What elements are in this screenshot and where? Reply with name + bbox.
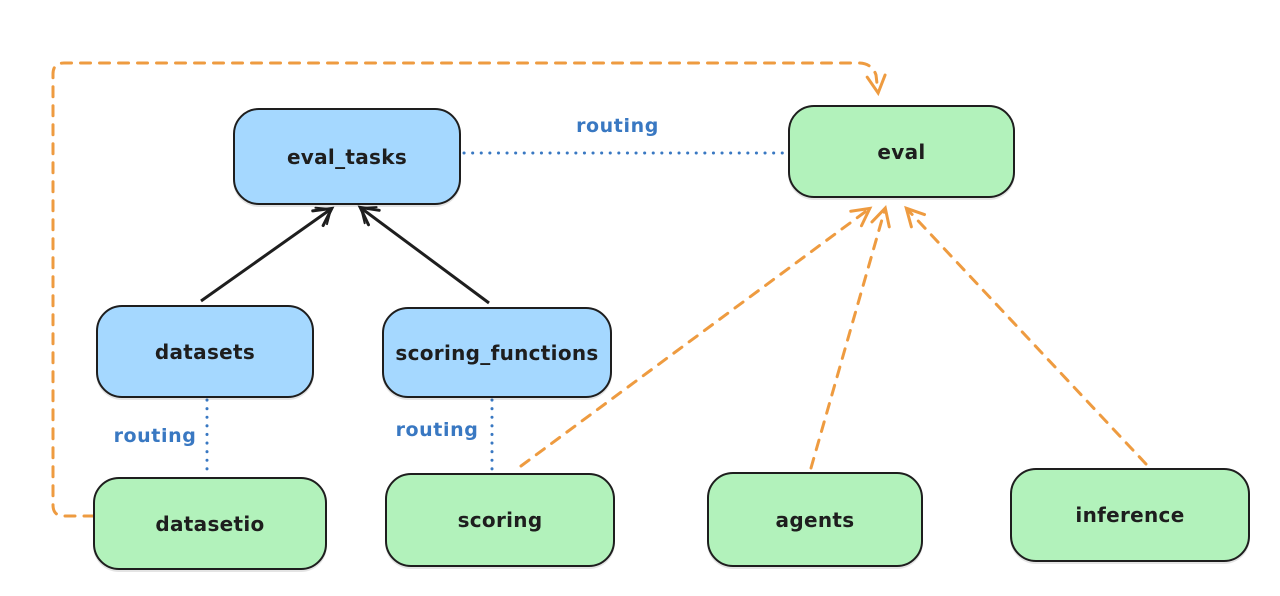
node-eval-tasks: eval_tasks [233,108,461,205]
node-scoring-functions-label: scoring_functions [395,340,599,365]
node-eval: eval [788,105,1015,198]
node-eval-label: eval [877,139,926,164]
node-datasetio: datasetio [93,477,327,570]
node-datasets: datasets [96,305,314,398]
edge-inference-to-eval [904,205,1148,466]
edge-scoring-to-eval [519,206,873,468]
edge-label-routing-middle: routing [395,419,479,441]
node-eval-tasks-label: eval_tasks [286,144,408,169]
node-inference: inference [1010,468,1250,562]
node-scoring-functions: scoring_functions [382,307,612,398]
edge-agents-to-eval [809,204,891,470]
node-datasets-label: datasets [154,339,256,364]
node-scoring: scoring [385,473,615,567]
edge-label-routing-top: routing [576,115,659,137]
node-datasetio-label: datasetio [155,511,265,536]
node-agents-label: agents [775,507,855,532]
edge-scoring-functions-to-eval-tasks [357,205,490,305]
edge-datasets-to-eval-tasks [200,206,335,303]
node-scoring-label: scoring [457,508,543,532]
node-inference-label: inference [1075,503,1185,527]
node-agents: agents [707,472,923,567]
edge-datasetio-to-eval [51,61,887,518]
edge-label-routing-left: routing [113,425,197,447]
